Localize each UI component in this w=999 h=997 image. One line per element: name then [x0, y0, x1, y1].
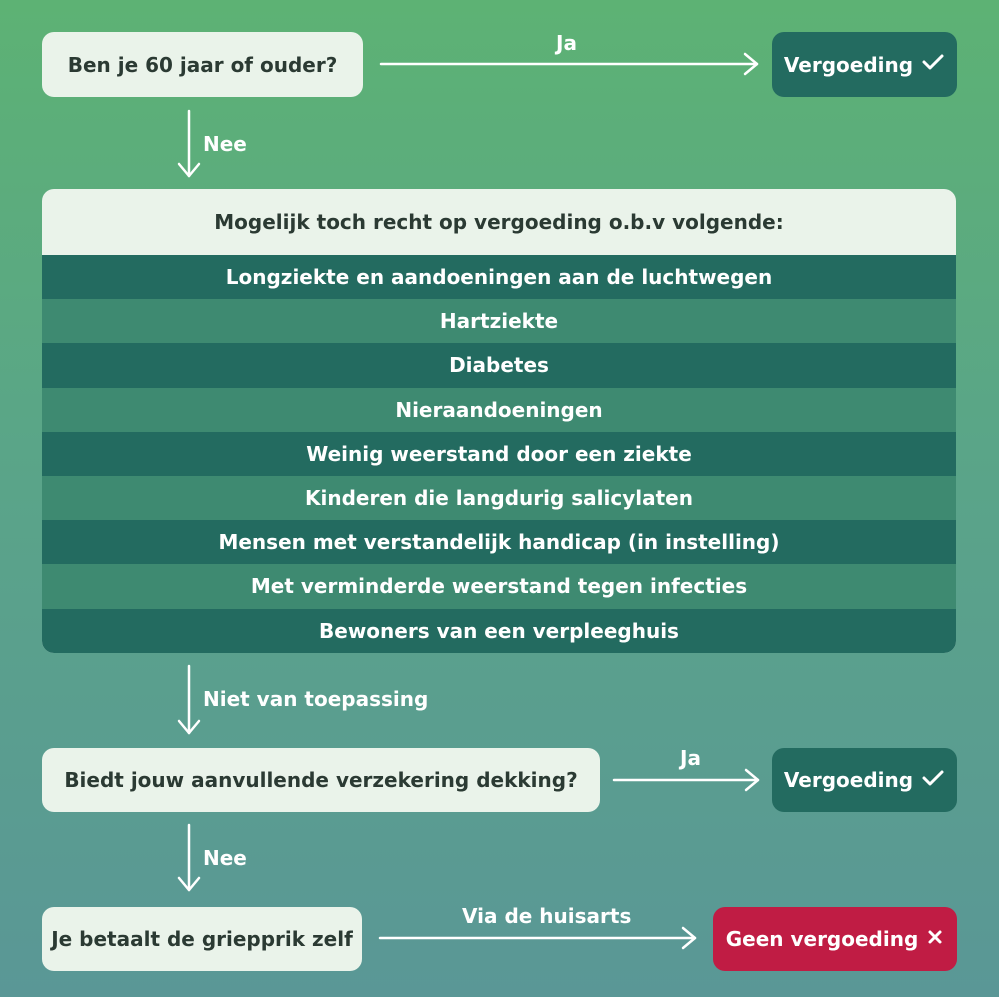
check-icon: [921, 52, 945, 77]
self-pay-text: Je betaalt de griepprik zelf: [51, 927, 353, 951]
no-label-1: Nee: [203, 132, 247, 156]
question-insurance-text: Biedt jouw aanvullende verzekering dekki…: [64, 768, 578, 792]
no-label-2: Nee: [203, 846, 247, 870]
outcome-vergoeding-1-text: Vergoeding: [783, 52, 914, 77]
cross-icon: [926, 928, 944, 951]
question-age-text: Ben je 60 jaar of ouder?: [67, 52, 338, 77]
self-pay-box: Je betaalt de griepprik zelf: [42, 907, 362, 971]
condition-item: Mensen met verstandelijk handicap (in in…: [42, 520, 956, 565]
condition-item: Weinig weerstand door een ziekte: [42, 431, 956, 476]
outcome-geen-vergoeding: Geen vergoeding: [713, 907, 957, 971]
yes-label-2: Ja: [680, 746, 701, 770]
conditions-panel: Mogelijk toch recht op vergoeding o.b.v …: [42, 189, 956, 653]
outcome-vergoeding-1: Vergoeding: [772, 32, 957, 97]
conditions-title: Mogelijk toch recht op vergoeding o.b.v …: [214, 210, 784, 234]
question-insurance-box: Biedt jouw aanvullende verzekering dekki…: [42, 748, 600, 812]
outcome-vergoeding-2: Vergoeding: [772, 748, 957, 812]
question-age-box: Ben je 60 jaar of ouder?: [42, 32, 363, 97]
condition-item: Bewoners van een verpleeghuis: [42, 608, 956, 653]
condition-item: Met verminderde weerstand tegen infectie…: [42, 564, 956, 609]
yes-label-1: Ja: [556, 31, 577, 55]
condition-item: Diabetes: [42, 343, 956, 388]
outcome-geen-vergoeding-text: Geen vergoeding: [725, 927, 919, 951]
condition-item: Kinderen die langdurig salicylaten: [42, 475, 956, 521]
condition-item: Longziekte en aandoeningen aan de luchtw…: [42, 255, 956, 300]
not-applicable-label: Niet van toepassing: [203, 687, 429, 711]
outcome-vergoeding-2-text: Vergoeding: [783, 768, 914, 792]
check-icon: [921, 768, 945, 793]
condition-item: Nieraandoeningen: [42, 387, 956, 432]
condition-item: Hartziekte: [42, 299, 956, 344]
via-huisarts-label: Via de huisarts: [462, 904, 632, 928]
